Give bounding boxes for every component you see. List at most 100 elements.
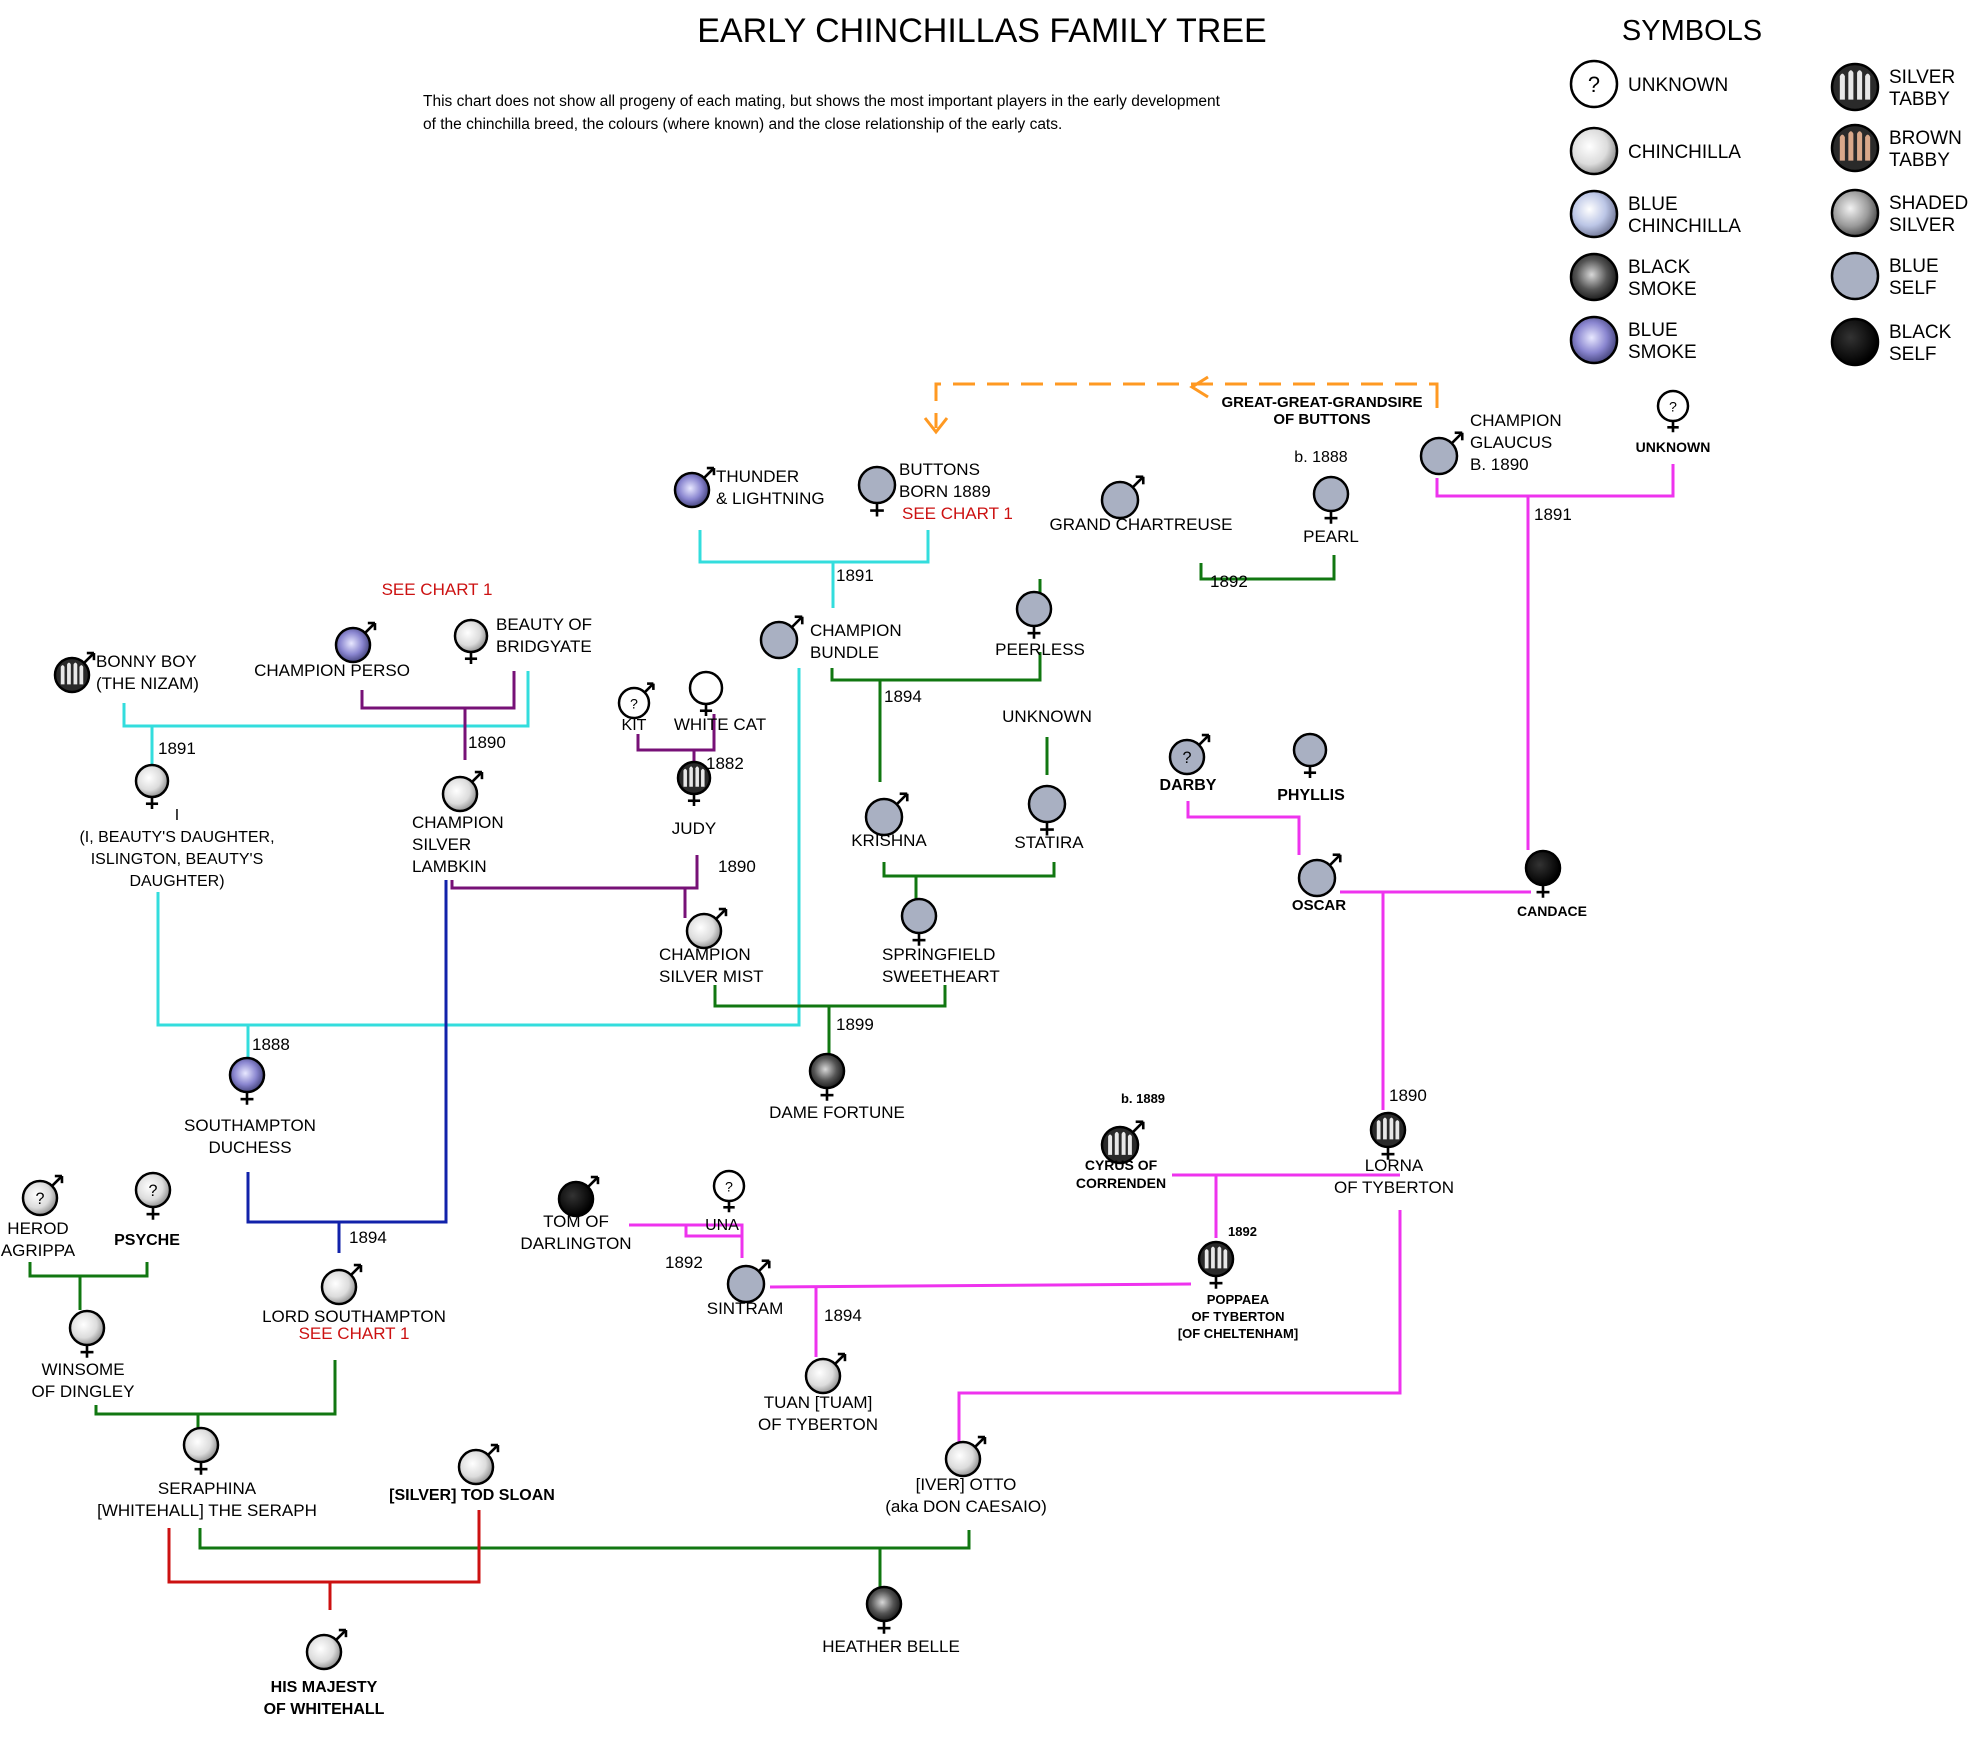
cat-name-label: [SILVER] TOD SLOAN — [389, 1487, 555, 1504]
year-label: 1899 — [836, 1015, 874, 1034]
male-symbol-icon — [1197, 733, 1211, 747]
cat-name-label: OF WHITEHALL — [264, 1701, 385, 1718]
legend-label: TABBY — [1889, 89, 1950, 110]
cat-grand-chartreuse: GRAND CHARTREUSE — [1050, 475, 1232, 534]
chinchilla-unknown-coat-icon: ? — [134, 1171, 172, 1209]
chinchilla-coat-icon — [441, 775, 479, 813]
legend-label: BLUE — [1628, 194, 1678, 215]
question-mark-icon: ? — [725, 1179, 733, 1195]
cat-name-label: LORNA — [1365, 1156, 1424, 1175]
cat-peerless: PEERLESS — [995, 590, 1085, 659]
see-chart-link[interactable]: SEE CHART 1 — [382, 580, 493, 599]
female-symbol-icon — [1667, 421, 1679, 433]
blue-pedigree-line — [246, 880, 448, 1224]
magenta-pedigree-line — [1186, 801, 1301, 855]
cat-darby: ?DARBY — [1160, 733, 1217, 794]
cat-krishna: KRISHNA — [851, 792, 927, 850]
see-chart-link[interactable]: SEE CHART 1 — [902, 504, 1013, 523]
female-symbol-icon — [1536, 885, 1550, 898]
see-chart-link[interactable]: SEE CHART 1 — [299, 1324, 410, 1343]
female-symbol-icon — [146, 1207, 160, 1220]
legend-label: TABBY — [1889, 150, 1950, 171]
cat-name-label: [OF CHELTENHAM] — [1178, 1326, 1298, 1341]
cat-name-label: PSYCHE — [114, 1232, 180, 1249]
male-symbol-icon — [363, 621, 377, 635]
silver-tabby-coat-icon — [1100, 1125, 1140, 1165]
blue-smoke-coat-icon — [228, 1056, 266, 1094]
legend-label: UNKNOWN — [1628, 75, 1728, 96]
cat-name-label: CHAMPION — [412, 813, 504, 832]
female-symbol-icon — [877, 1621, 891, 1634]
cat-name-label: CHAMPION — [810, 621, 902, 640]
cat-name-label: SILVER MIST — [659, 967, 764, 986]
legend-label: SHADED — [1889, 193, 1968, 214]
male-symbol-icon — [470, 770, 484, 784]
chinchilla-coat-icon — [944, 1440, 982, 1478]
chart-description-line-2: of the chinchilla breed, the colours (wh… — [423, 116, 1062, 133]
green-pedigree-line — [1199, 555, 1336, 581]
cat-name-label: ISLINGTON, BEAUTY'S — [91, 851, 264, 868]
female-symbol-icon — [723, 1201, 735, 1213]
legend-label: SMOKE — [1628, 342, 1697, 363]
male-symbol-icon — [486, 1443, 500, 1457]
black-smoke-coat-icon — [865, 1585, 903, 1623]
blue-self-coat-icon — [1297, 858, 1337, 898]
black-self-coat-icon — [1524, 849, 1562, 887]
magenta-pedigree-line — [769, 1282, 1192, 1289]
cat-name-label: (aka DON CAESAIO) — [885, 1497, 1047, 1516]
legend-label: SELF — [1889, 344, 1937, 365]
brown-tabby-coat-icon — [1830, 123, 1880, 173]
cat-name-label: KRISHNA — [851, 831, 927, 850]
cat-name-label: CORRENDEN — [1076, 1175, 1166, 1191]
female-symbol-icon — [870, 503, 884, 517]
blue-self-coat-icon — [864, 797, 904, 837]
chinchilla-coat-icon — [1569, 126, 1619, 176]
cat-name-label: BUTTONS — [899, 460, 980, 479]
cat-name-label: HEROD — [7, 1219, 68, 1238]
silver-tabby-coat-icon — [676, 760, 712, 796]
blue-self-coat-icon — [1312, 475, 1350, 513]
female-symbol-icon — [1303, 766, 1317, 778]
cat-name-label: THUNDER — [716, 467, 799, 486]
cat-beautys-daughter: I(I, BEAUTY'S DAUGHTER,ISLINGTON, BEAUTY… — [79, 763, 275, 890]
purple-pedigree-line — [450, 855, 699, 890]
year-label: 1892 — [1228, 1224, 1257, 1239]
cat-name-label: GLAUCUS — [1470, 433, 1552, 452]
green-pedigree-line — [198, 1528, 971, 1550]
year-label: 1882 — [706, 754, 744, 773]
legend-item-unknown: ?UNKNOWN — [1569, 59, 1728, 109]
cat-name-label: & LIGHTNING — [716, 489, 825, 508]
purple-pedigree-line — [636, 714, 716, 752]
female-symbol-icon — [464, 652, 478, 664]
magenta-pedigree-line — [957, 1210, 1402, 1445]
silver-tabby-coat-icon — [1830, 62, 1880, 112]
cat-seraphina: SERAPHINA[WHITEHALL] THE SERAPH — [97, 1426, 317, 1520]
male-symbol-icon — [1131, 1120, 1145, 1134]
male-symbol-icon — [790, 615, 804, 629]
cat-name-label: UNKNOWN — [1636, 439, 1711, 455]
male-symbol-icon — [643, 682, 655, 694]
blue-smoke-coat-icon — [334, 626, 372, 664]
magenta-pedigree-line — [684, 1225, 742, 1238]
birth-note: b. 1888 — [1294, 449, 1347, 466]
great-grandsire-label-2: OF BUTTONS — [1273, 411, 1370, 428]
green-pedigree-line — [94, 1360, 337, 1416]
cat-name-label: PEERLESS — [995, 640, 1085, 659]
cat-otto: [IVER] OTTO(aka DON CAESAIO) — [885, 1435, 1047, 1516]
male-symbol-icon — [973, 1435, 987, 1449]
male-symbol-icon — [1450, 431, 1464, 445]
cat-name-label: JUDY — [672, 819, 716, 838]
